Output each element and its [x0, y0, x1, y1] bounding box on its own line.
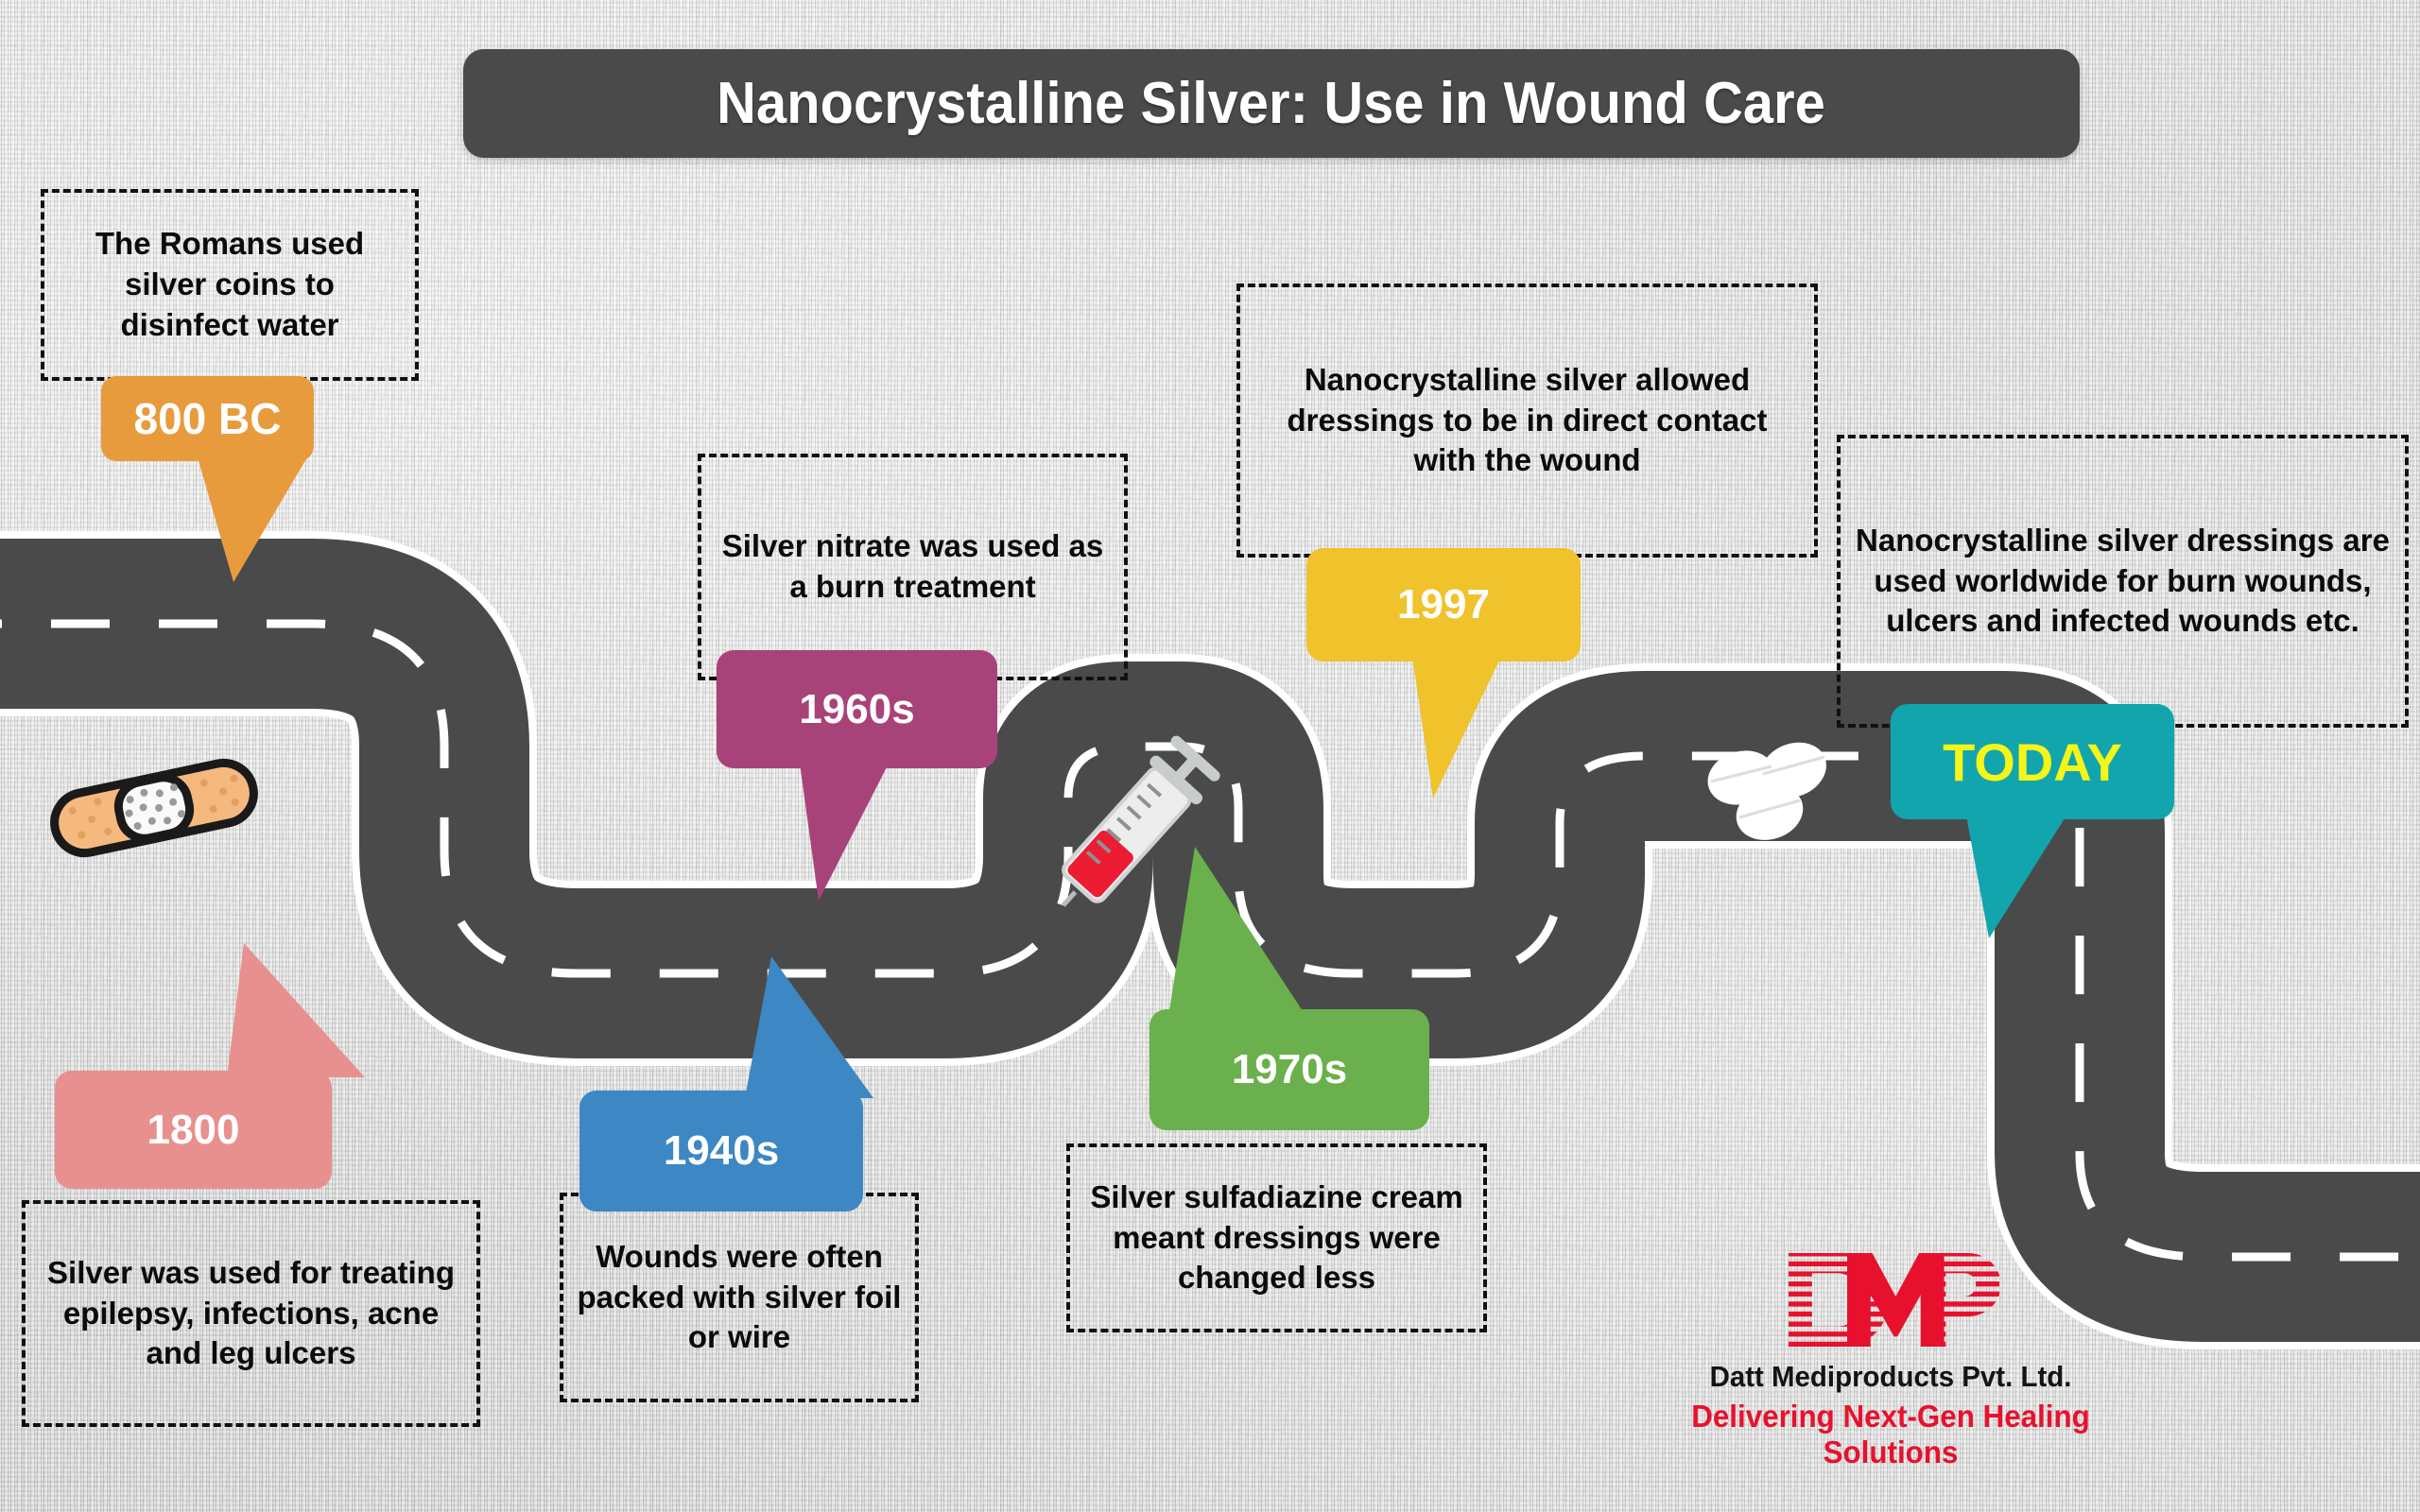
note-today: Nanocrystalline silver dressings are use… [1837, 435, 2409, 728]
badge-1970s[interactable]: 1970s [1150, 847, 1429, 1130]
badge-1997-label: 1997 [1397, 581, 1490, 627]
dmp-logo-icon [1626, 1246, 2155, 1354]
badge-800bc-tail [198, 457, 307, 582]
note-today-text: Nanocrystalline silver dressings are use… [1856, 522, 2390, 639]
badge-1997[interactable]: 1997 [1306, 548, 1581, 799]
brand-footer: Datt Mediproducts Pvt. Ltd. Delivering N… [1626, 1246, 2155, 1470]
note-800bc-text: The Romans used silver coins to disinfec… [95, 226, 365, 342]
note-1960s: Silver nitrate was used as a burn treatm… [698, 454, 1128, 680]
note-1940s: Wounds were often packed with silver foi… [560, 1193, 919, 1402]
badge-800bc[interactable]: 800 BC [101, 376, 314, 582]
badge-1800[interactable]: 1800 [55, 943, 365, 1189]
note-1970s-text: Silver sulfadiazine cream meant dressing… [1090, 1178, 1463, 1296]
badge-1970s-tail [1168, 847, 1306, 1017]
syringe-icon [1061, 735, 1220, 907]
badge-1997-tail [1412, 657, 1501, 799]
note-1960s-text: Silver nitrate was used as a burn treatm… [721, 528, 1104, 604]
badge-today-label: TODAY [1943, 731, 2122, 792]
badge-1970s-label: 1970s [1231, 1046, 1348, 1092]
page-title: Nanocrystalline Silver: Use in Wound Car… [717, 71, 1826, 136]
note-1997: Nanocrystalline silver allowed dressings… [1236, 284, 1818, 558]
badge-today-tail [1966, 816, 2066, 938]
note-800bc: The Romans used silver coins to disinfec… [41, 189, 419, 381]
badge-1960s-tail [800, 764, 889, 901]
badge-800bc-label: 800 BC [133, 394, 282, 443]
brand-tagline: Delivering Next-Gen Healing Solutions [1691, 1399, 2090, 1469]
bandage-icon [50, 758, 258, 858]
badge-1940s-tail [745, 956, 873, 1098]
badge-1800-tail [227, 943, 365, 1077]
brand-company-name: Datt Mediproducts Pvt. Ltd. [1709, 1360, 2072, 1393]
badge-today[interactable]: TODAY [1891, 704, 2174, 938]
note-1970s: Silver sulfadiazine cream meant dressing… [1066, 1143, 1487, 1332]
badge-1800-label: 1800 [147, 1106, 240, 1153]
page-title-bar: Nanocrystalline Silver: Use in Wound Car… [463, 49, 2080, 158]
badge-1960s[interactable]: 1960s [717, 650, 997, 901]
note-1800: Silver was used for treating epilepsy, i… [22, 1200, 480, 1427]
badge-1940s-label: 1940s [663, 1127, 780, 1174]
note-1997-text: Nanocrystalline silver allowed dressings… [1287, 361, 1768, 478]
pills-icon [1707, 742, 1826, 840]
note-1800-text: Silver was used for treating epilepsy, i… [47, 1254, 455, 1371]
badge-1960s-label: 1960s [799, 685, 915, 732]
badge-1940s[interactable]: 1940s [579, 956, 873, 1211]
note-1940s-text: Wounds were often packed with silver foi… [577, 1238, 902, 1355]
